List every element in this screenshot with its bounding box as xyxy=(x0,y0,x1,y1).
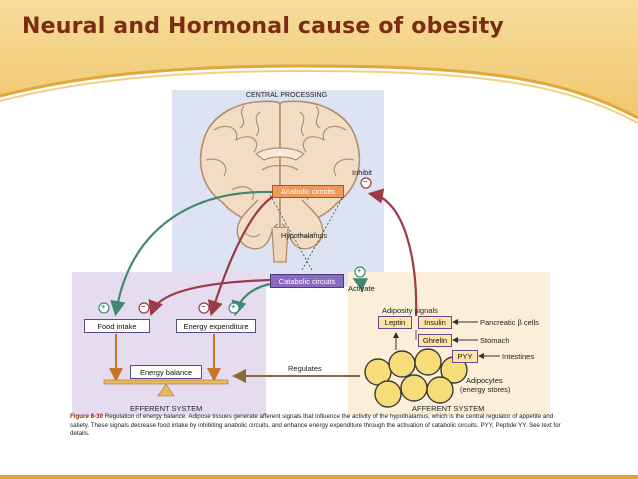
badge-food-plus xyxy=(98,302,110,314)
pancreatic-label: Pancreatic β cells xyxy=(480,318,539,327)
balance-beam xyxy=(103,379,229,385)
badge-inhibit-minus-glyph: − xyxy=(363,177,368,186)
food-intake-box: Food intake xyxy=(84,319,150,333)
badge-energy-plus-glyph: + xyxy=(231,302,236,311)
efferent-system-label: EFFERENT SYSTEM xyxy=(130,404,203,413)
caption-text: Regulation of energy balance. Adipose ti… xyxy=(70,413,561,438)
badge-food-minus-glyph: − xyxy=(141,302,146,311)
badge-food-plus-glyph: + xyxy=(101,302,106,311)
inhibit-label: Inhibit xyxy=(352,168,373,177)
stomach-label: Stomach xyxy=(480,336,510,345)
insulin-box: Insulin xyxy=(418,316,452,329)
leptin-box: Leptin xyxy=(378,316,412,329)
arrow-anabolic-to-food-intake xyxy=(110,190,273,317)
arrow-anabolic-to-energy-expenditure xyxy=(208,195,275,317)
banner-edge xyxy=(0,64,638,120)
hypothalamus-label: Hypothalamus xyxy=(281,231,327,240)
balance-fulcrum xyxy=(157,383,175,397)
catabolic-circuits-box: Catabolic circuits xyxy=(270,274,344,288)
adiposity-signals-label: Adiposity signals xyxy=(382,306,438,315)
ghrelin-box: Ghrelin xyxy=(418,334,452,347)
badge-energy-minus-glyph: − xyxy=(201,302,206,311)
energy-balance-box: Energy balance xyxy=(130,365,202,379)
anabolic-circuits-box: Anabolic circuits xyxy=(272,185,344,198)
banner-edge-2 xyxy=(0,69,638,124)
slide-title: Neural and Hormonal cause of obesity xyxy=(22,14,504,39)
badge-activate-plus-glyph: + xyxy=(357,266,362,275)
energy-stores-label: (energy stores) xyxy=(460,385,511,394)
adipocytes-label: Adipocytes xyxy=(466,376,503,385)
afferent-system-label: AFFERENT SYSTEM xyxy=(412,404,485,413)
title-banner xyxy=(0,0,638,118)
caption-label: Figure 8-30 xyxy=(70,413,104,420)
central-processing-label: CENTRAL PROCESSING xyxy=(246,92,328,99)
pyy-box: PYY xyxy=(452,350,478,363)
badge-activate-plus xyxy=(354,266,366,278)
badge-energy-plus xyxy=(228,302,240,314)
activate-label: Activate xyxy=(348,284,375,293)
figure-caption: Figure 8-30 Regulation of energy balance… xyxy=(70,413,562,439)
energy-expenditure-box: Energy expenditure xyxy=(176,319,256,333)
arrow-catabolic-to-food-intake xyxy=(148,278,271,317)
regulates-label: Regulates xyxy=(288,364,322,373)
badge-food-minus xyxy=(138,302,150,314)
arrow-leptin-to-anabolic-inhibit xyxy=(367,188,418,317)
badge-energy-minus xyxy=(198,302,210,314)
intestines-label: Intestines xyxy=(502,352,535,361)
badge-inhibit-minus xyxy=(360,177,372,189)
arrow-adiposity-to-catabolic xyxy=(352,278,369,293)
adipocytes-illustration xyxy=(364,348,468,408)
